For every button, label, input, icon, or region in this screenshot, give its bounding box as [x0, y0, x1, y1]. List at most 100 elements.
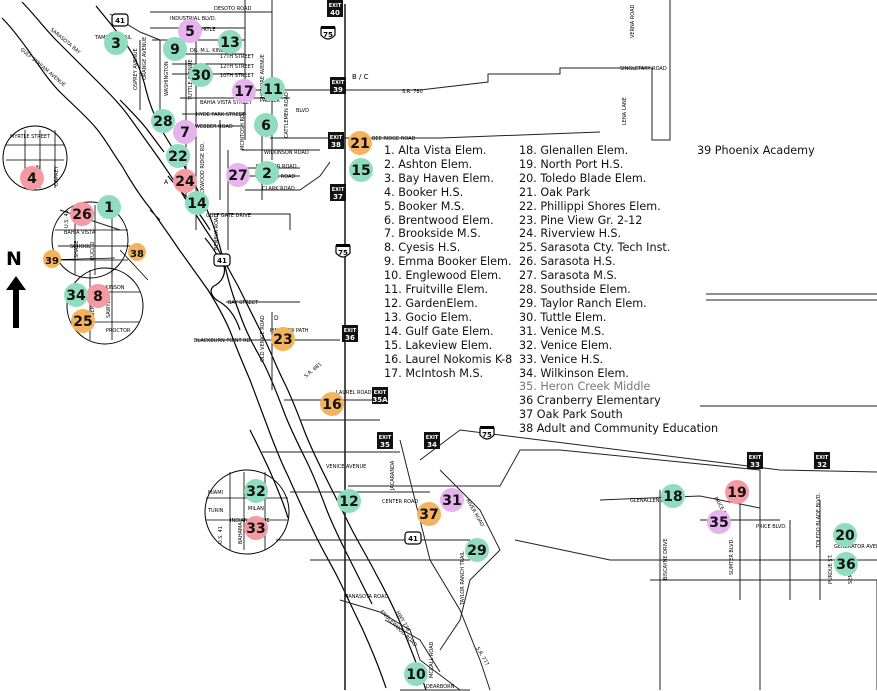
school-marker-label-11: 11: [263, 82, 282, 98]
legend-item-8: 8. Cyesis H.S.: [384, 241, 461, 255]
school-marker-label-21: 21: [350, 136, 369, 152]
school-marker-19[interactable]: 19: [725, 480, 749, 504]
legend-item-18: 18. Glenallen Elem.: [519, 144, 629, 157]
road-label-r78: BLVD: [296, 108, 309, 114]
school-marker-25[interactable]: 25: [71, 309, 95, 333]
legend-item-36: 36 Cranberry Elementary: [519, 394, 661, 408]
legend-item-30: 30. Tuttle Elem.: [519, 310, 607, 324]
highway-number: 75: [323, 31, 333, 39]
road-label-r4: DR. M.L. KING WAY: [190, 48, 238, 54]
school-legend-extra: 39 Phoenix Academy: [697, 144, 815, 158]
school-marker-33[interactable]: 33: [244, 516, 268, 540]
school-marker-24[interactable]: 24: [173, 169, 197, 193]
school-marker-39[interactable]: 39: [43, 250, 61, 268]
legend-item-33: 33. Venice H.S.: [519, 352, 604, 366]
school-marker-22[interactable]: 22: [166, 144, 190, 168]
school-marker-28[interactable]: 28: [151, 109, 175, 133]
school-marker-2[interactable]: 2: [255, 161, 279, 185]
school-marker-17[interactable]: 17: [232, 79, 256, 103]
school-marker-label-29: 29: [467, 543, 486, 559]
highway-shield-41: 41: [213, 253, 231, 267]
exit-number: 36: [345, 334, 355, 342]
road-label-r12: VERNA ROAD: [630, 4, 636, 38]
exit-word: EXIT: [344, 328, 357, 334]
legend-item-12: 12. GardenElem.: [384, 296, 478, 310]
school-marker-label-9: 9: [170, 42, 180, 58]
school-marker-4[interactable]: 4: [20, 166, 44, 190]
school-marker-circle-17: [232, 79, 256, 103]
school-marker-34[interactable]: 34: [64, 283, 88, 307]
school-marker-35[interactable]: 35: [707, 510, 731, 534]
school-marker-27[interactable]: 27: [226, 163, 250, 187]
school-marker-13[interactable]: 13: [218, 30, 242, 54]
legend-item-4: 4. Booker H.S.: [384, 185, 464, 199]
school-marker-14[interactable]: 14: [185, 191, 209, 215]
road-label-r47: GENERATOR AVENUE: [834, 544, 877, 550]
school-marker-18[interactable]: 18: [661, 484, 685, 508]
school-marker-label-38: 38: [130, 249, 144, 260]
school-marker-30[interactable]: 30: [189, 63, 213, 87]
highway-number: 41: [217, 257, 227, 265]
legend-item-26: 26. Sarasota H.S.: [519, 255, 616, 269]
legend-item-27: 27. Sarasota M.S.: [519, 269, 618, 283]
school-marker-16[interactable]: 16: [320, 392, 344, 416]
school-marker-circle-35: [707, 510, 731, 534]
school-marker-20[interactable]: 20: [833, 523, 857, 547]
school-marker-3[interactable]: 3: [104, 31, 128, 55]
school-marker-circle-10: [404, 662, 428, 686]
school-marker-circle-19: [725, 480, 749, 504]
school-marker-15[interactable]: 15: [349, 158, 373, 182]
school-marker-label-17: 17: [234, 84, 253, 100]
school-marker-circle-9: [163, 37, 187, 61]
school-marker-10[interactable]: 10: [404, 662, 428, 686]
school-marker-circle-27: [226, 163, 250, 187]
school-marker-26[interactable]: 26: [70, 202, 94, 226]
school-marker-label-30: 30: [191, 68, 211, 84]
school-marker-5[interactable]: 5: [178, 19, 202, 43]
road-label-r6: 12TH STREET: [220, 64, 255, 70]
school-marker-38[interactable]: 38: [128, 243, 146, 261]
school-marker-7[interactable]: 7: [173, 120, 197, 144]
exit-number: 34: [427, 441, 437, 449]
school-marker-label-27: 27: [228, 168, 247, 184]
school-marker-label-18: 18: [663, 489, 682, 505]
school-marker-36[interactable]: 36: [834, 552, 858, 576]
exit-word: EXIT: [749, 455, 762, 461]
school-marker-circle-8: [86, 284, 110, 308]
school-marker-29[interactable]: 29: [465, 538, 489, 562]
legend-item-3: 3. Bay Haven Elem.: [384, 171, 494, 185]
school-marker-32[interactable]: 32: [244, 479, 268, 503]
school-marker-37[interactable]: 37: [417, 502, 441, 526]
legend-item-25: 25. Sarasota Cty. Tech Inst.: [519, 241, 671, 255]
school-marker-circle-20: [833, 523, 857, 547]
school-marker-11[interactable]: 11: [261, 77, 285, 101]
legend-item-9: 9. Emma Booker Elem.: [384, 255, 512, 269]
school-marker-9[interactable]: 9: [163, 37, 187, 61]
road-label-r68: SARASOTA BAY: [49, 27, 82, 56]
road-label-r29: LAUREL ROAD: [336, 390, 372, 396]
school-marker-label-14: 14: [187, 196, 207, 212]
school-marker-8[interactable]: 8: [86, 284, 110, 308]
school-marker-circle-1: [97, 195, 121, 219]
school-marker-12[interactable]: 12: [337, 489, 361, 513]
north-arrow-icon: [6, 276, 26, 328]
school-marker-31[interactable]: 31: [440, 488, 464, 512]
road-label-r38: S.R. 777: [474, 646, 490, 667]
school-legend-left: 1. Alta Vista Elem.2. Ashton Elem.3. Bay…: [384, 144, 512, 380]
school-marker-1[interactable]: 1: [97, 195, 121, 219]
road-label-r71: OSPREY AVENUE: [133, 48, 139, 90]
road-label-r70: ORANGE AVENUE: [142, 37, 148, 80]
road-label-r81: PALMER: [260, 98, 280, 104]
road-label-r15: HYDE PARK STREET: [196, 112, 246, 118]
school-marker-label-37: 37: [419, 507, 438, 523]
school-marker-21[interactable]: 21: [348, 131, 372, 155]
school-marker-6[interactable]: 6: [254, 113, 278, 137]
road-label-r31: JACARANDA: [390, 460, 396, 491]
school-marker-23[interactable]: 23: [271, 327, 295, 351]
highway-number: 75: [338, 249, 348, 257]
